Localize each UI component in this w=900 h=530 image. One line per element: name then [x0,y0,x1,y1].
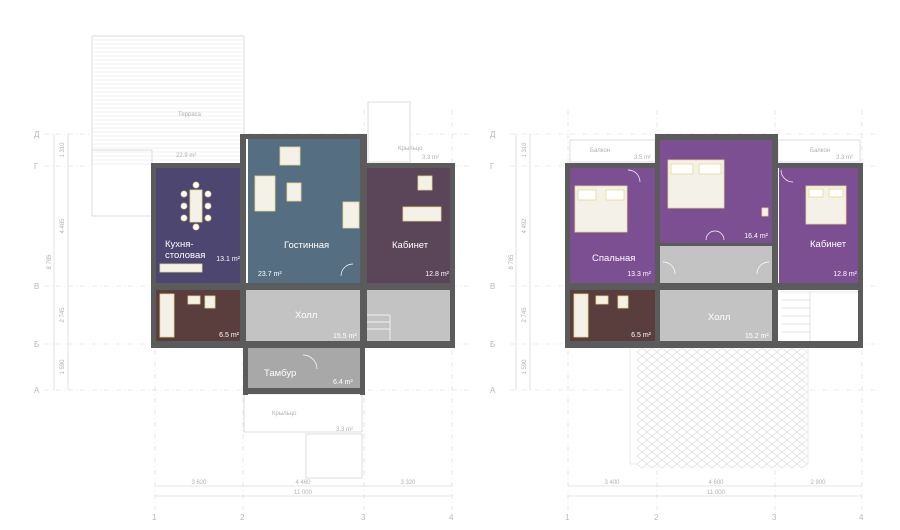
room-kitchen: Кухня- столовая 13.1 m² [156,167,242,283]
svg-text:8 785: 8 785 [47,254,53,270]
svg-text:А: А [34,386,40,395]
svg-text:12.8 m²: 12.8 m² [833,271,857,278]
balcony: Балкон 3.5 m² Балкон 3.3 m² [569,139,861,163]
room-living: Гостинная 23.7 m² [248,139,361,283]
svg-text:1 310: 1 310 [60,142,66,158]
svg-text:2 900: 2 900 [810,480,826,486]
svg-text:Кабинет: Кабинет [810,239,847,250]
room-hall: Холл 15.5 m² [246,290,452,341]
room-hall: Холл 15.2 m² [660,246,860,341]
svg-text:Б: Б [34,340,39,349]
svg-text:3 320: 3 320 [400,480,416,486]
dimension-horizontal: 3 400 4 600 2 900 11 000 [568,480,862,497]
porch: Крыльцо 3.3 m² Крыльцо 3.3 m² [243,101,439,479]
svg-text:12.8 m²: 12.8 m² [425,271,449,278]
svg-text:Д: Д [34,130,40,139]
svg-text:4: 4 [449,513,454,522]
svg-text:2 745: 2 745 [60,307,66,323]
svg-text:22.9 m²: 22.9 m² [176,153,196,159]
svg-text:3.5 m²: 3.5 m² [634,155,651,161]
svg-text:4 460: 4 460 [295,480,311,486]
room-bathroom: 6.5 m² [156,290,242,341]
svg-text:1: 1 [152,513,157,522]
room-area: 13.1 m² [216,256,240,263]
axis-markers: Д Г В Б А 1 2 3 4 [34,130,454,522]
svg-text:4 492: 4 492 [522,218,528,234]
svg-text:4: 4 [859,513,864,522]
paving [629,345,809,469]
svg-text:6.5 m²: 6.5 m² [219,332,240,339]
svg-text:11 000: 11 000 [294,490,313,496]
svg-text:Спальная: Спальная [592,253,635,264]
svg-text:3.3 m²: 3.3 m² [836,155,853,161]
svg-text:В: В [490,282,495,291]
room-office: Кабинет 12.8 m² [367,167,452,283]
svg-text:Крыльцо: Крыльцо [398,146,423,152]
svg-text:13.3 m²: 13.3 m² [627,271,651,278]
svg-text:8 785: 8 785 [509,254,515,270]
room-bedroom: Спальная 13.3 m² [570,167,655,283]
svg-text:2 745: 2 745 [522,307,528,323]
room-master-bedroom: 16.4 m² [660,139,772,243]
svg-text:2: 2 [240,513,245,522]
svg-text:1 310: 1 310 [522,142,528,158]
svg-text:1: 1 [565,513,570,522]
room-study: Кабинет 12.8 m² [779,167,860,283]
terrace: Терраса 22.9 m² [91,35,245,217]
svg-text:11 000: 11 000 [707,490,726,496]
dimension-horizontal: 3 620 4 460 3 320 11 000 [155,480,452,497]
svg-text:3 400: 3 400 [604,480,620,486]
svg-text:16.4 m²: 16.4 m² [744,233,768,240]
svg-text:Крыльцо: Крыльцо [272,411,297,417]
svg-text:15.5 m²: 15.5 m² [333,333,357,340]
svg-text:Терраса: Терраса [178,112,202,118]
svg-text:3: 3 [772,513,777,522]
svg-text:Холл: Холл [295,310,317,321]
svg-text:Б: Б [490,340,495,349]
svg-text:Балкон: Балкон [590,148,610,154]
room-vestibule: Тамбур 6.4 m² [248,348,362,388]
room-label: Кухня- столовая [165,239,205,261]
svg-text:Балкон: Балкон [810,148,830,154]
svg-text:6.5 m²: 6.5 m² [631,332,652,339]
second-floor-plan: Балкон 3.5 m² Балкон 3.3 m² Спальная 13.… [490,110,880,522]
svg-text:4 485: 4 485 [60,218,66,234]
svg-text:Г: Г [490,162,495,171]
svg-text:1 590: 1 590 [60,359,66,375]
svg-text:Тамбур: Тамбур [264,368,296,379]
svg-text:3: 3 [361,513,366,522]
svg-text:Д: Д [490,130,496,139]
svg-text:3 620: 3 620 [191,480,207,486]
svg-text:А: А [490,386,496,395]
svg-text:Холл: Холл [708,312,730,323]
svg-text:В: В [34,282,39,291]
svg-text:1 590: 1 590 [522,359,528,375]
first-floor-plan: Терраса 22.9 m² Крыльцо 3.3 m² Крыльцо 3… [34,35,470,522]
axis-markers: Д Г В Б А 1 2 3 4 [490,130,864,522]
svg-text:3.3 m²: 3.3 m² [422,155,439,161]
svg-text:2: 2 [654,513,659,522]
svg-text:3.3 m²: 3.3 m² [336,427,353,433]
walls [565,134,863,348]
room-bathroom: 6.5 m² [570,290,655,341]
walls [151,134,455,395]
svg-text:Кабинет: Кабинет [392,240,429,251]
dimension-vertical: 1 310 4 492 2 745 1 590 8 785 [509,134,531,390]
dimension-vertical: 1 310 4 485 2 745 1 590 8 785 [47,134,69,390]
svg-text:15.2 m²: 15.2 m² [745,333,769,340]
svg-text:Гостинная: Гостинная [284,240,329,251]
svg-text:6.4 m²: 6.4 m² [333,379,354,386]
svg-text:23.7 m²: 23.7 m² [258,271,282,278]
svg-text:Г: Г [34,162,39,171]
svg-text:4 600: 4 600 [708,480,724,486]
